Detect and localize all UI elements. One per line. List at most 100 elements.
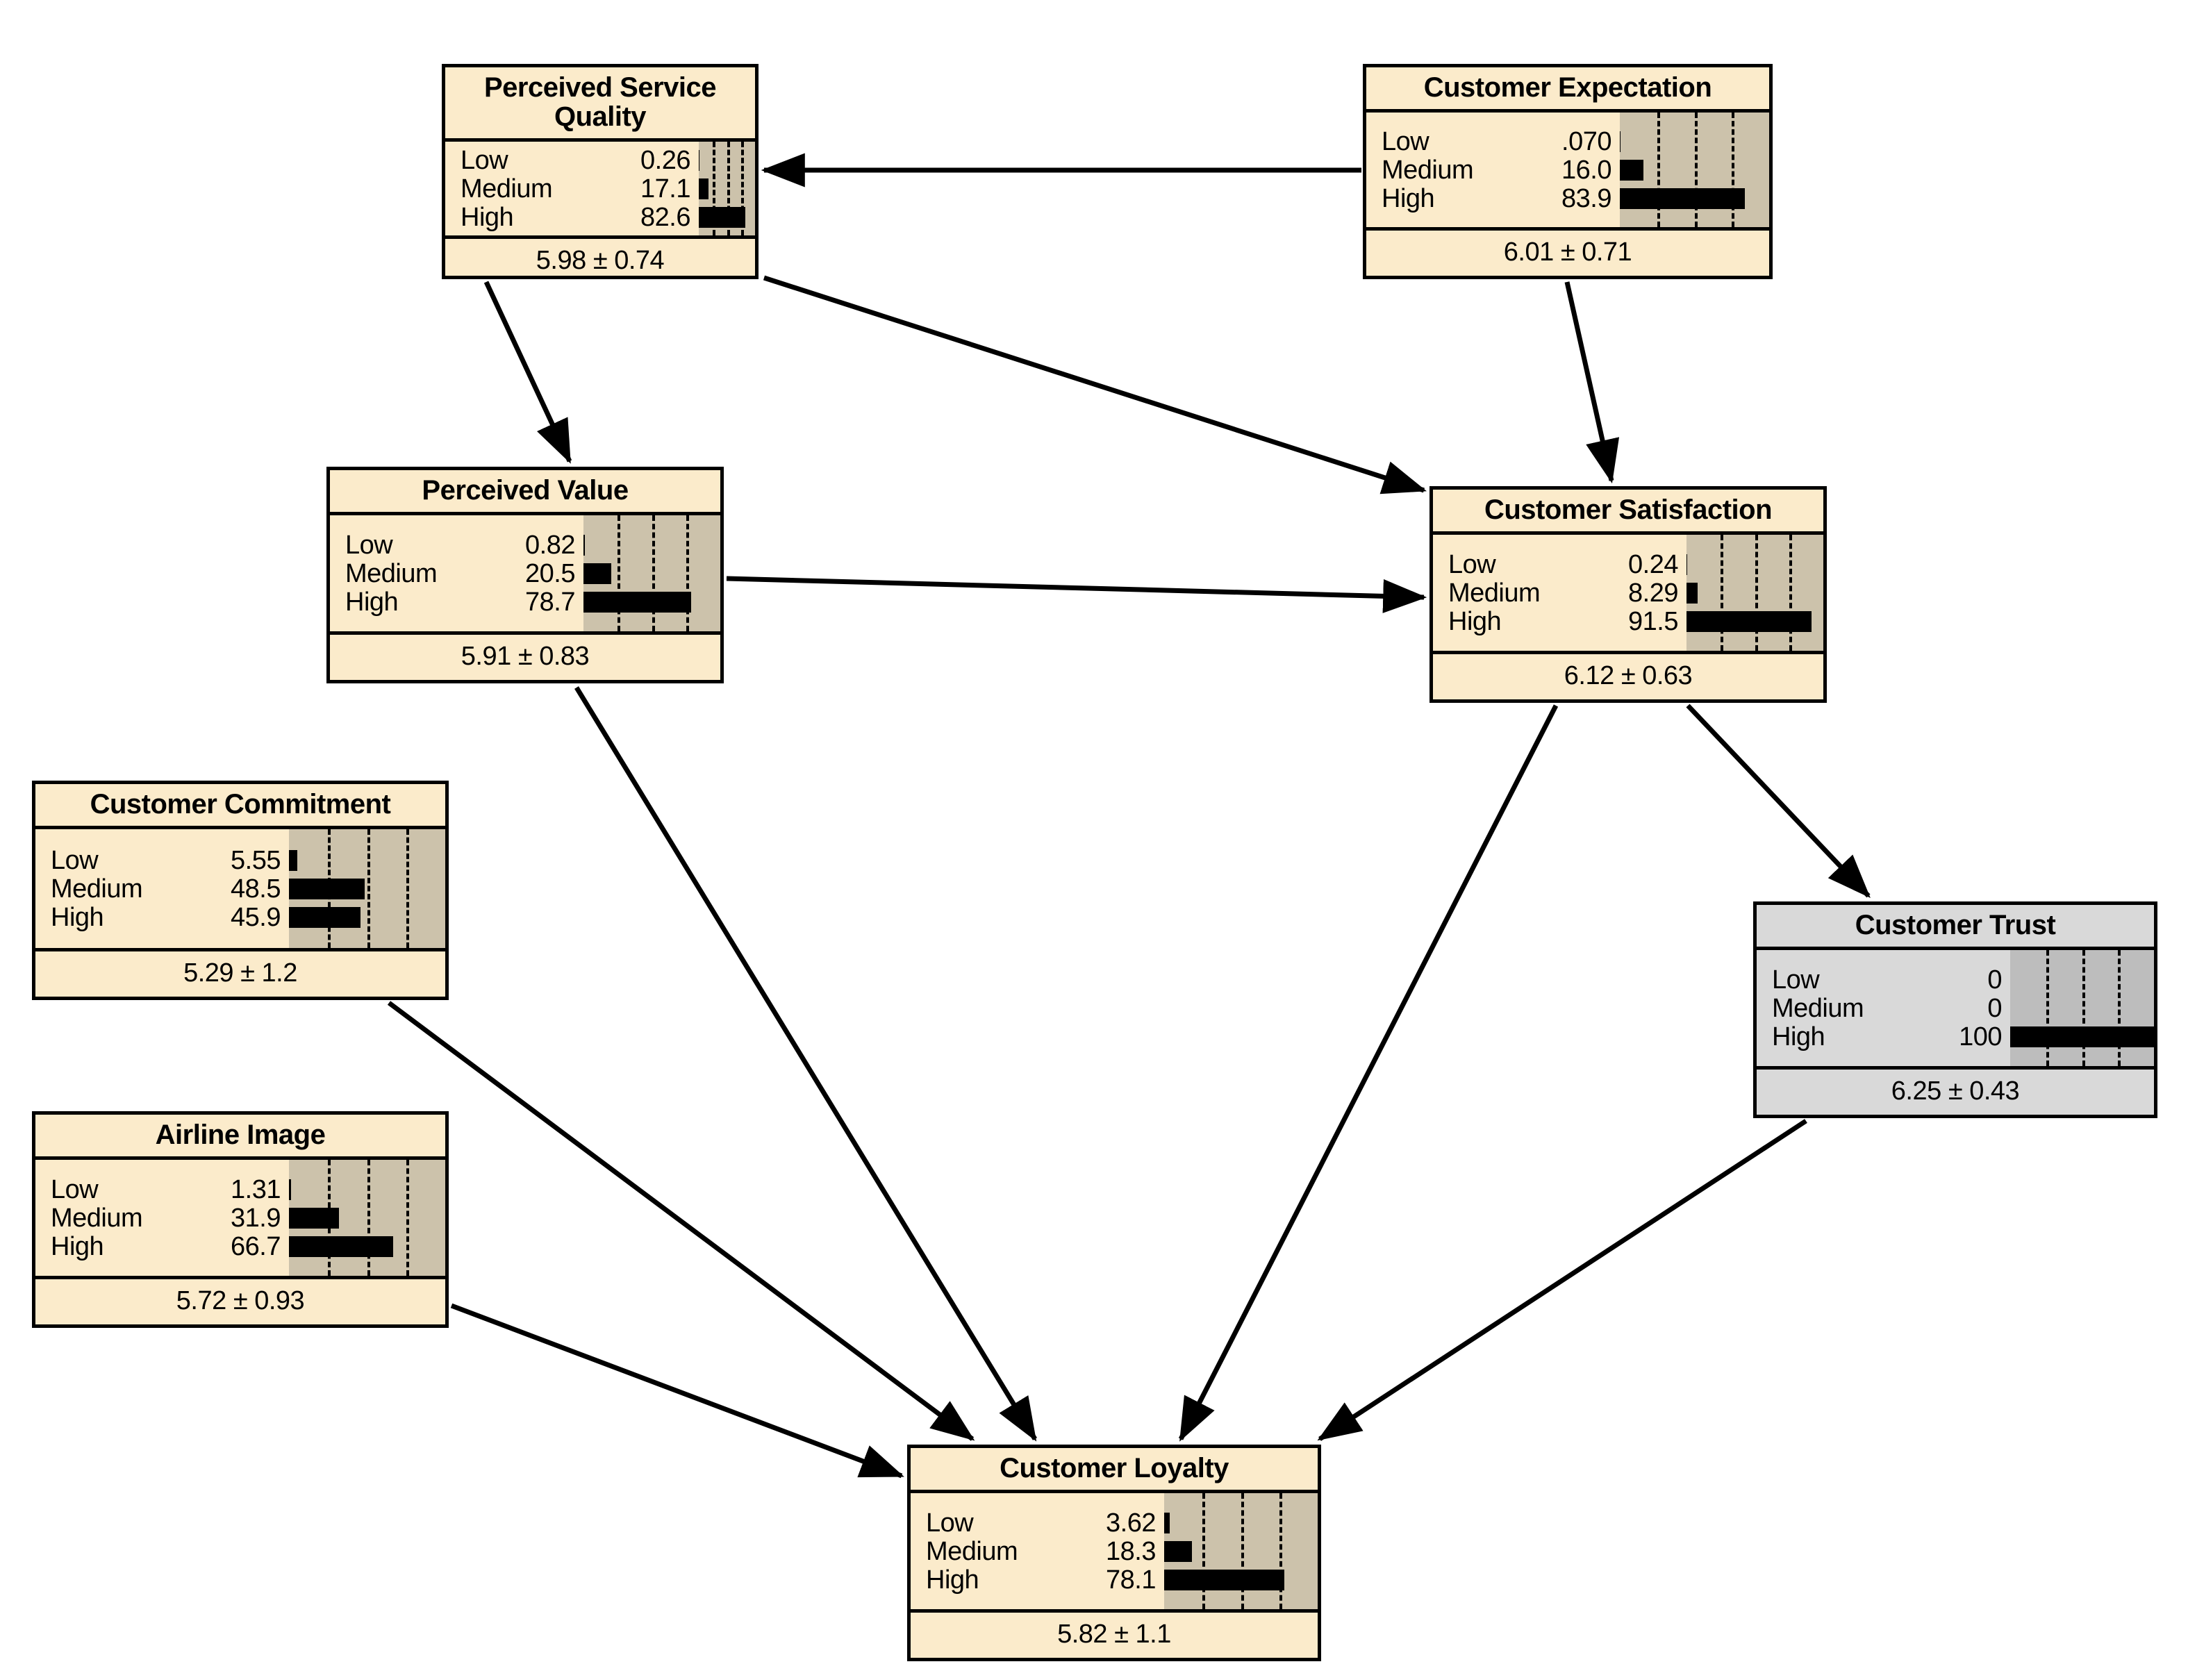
state-name: Low: [926, 1508, 974, 1538]
gridline: [686, 515, 689, 631]
gridline: [727, 142, 730, 235]
state-name: Medium: [1772, 994, 1864, 1023]
bar-row: [289, 846, 445, 874]
bar-row: [289, 1175, 445, 1204]
state-probability: 3.62: [1106, 1508, 1156, 1538]
state-name: Medium: [1382, 156, 1474, 185]
state-row[interactable]: Low.070: [1366, 127, 1620, 156]
state-probability: 17.1: [640, 174, 690, 203]
state-name: High: [345, 588, 399, 617]
state-row[interactable]: Medium 0: [1757, 994, 2010, 1023]
state-row[interactable]: Low 1.31: [35, 1175, 289, 1204]
state-name: High: [1448, 607, 1502, 636]
gridline: [1732, 113, 1735, 227]
bar-row: [699, 174, 755, 203]
state-probability: 0.24: [1628, 550, 1678, 579]
state-probability: 78.7: [525, 588, 575, 617]
state-probability: 100: [1959, 1022, 2002, 1051]
state-probability: 0: [1987, 965, 2002, 995]
bar-row: [289, 1232, 445, 1261]
state-row[interactable]: Low 3.62: [911, 1508, 1164, 1538]
state-probability: 1.31: [231, 1175, 281, 1204]
bar-row: [289, 874, 445, 903]
edge-perceived-value-to-customer-loyalty: [574, 686, 1037, 1442]
bar-row: [1164, 1508, 1318, 1537]
gridline: [1721, 535, 1724, 651]
bar-row: [583, 559, 720, 588]
state-name: High: [1772, 1022, 1825, 1051]
state-probability: 0: [1987, 994, 2002, 1023]
node-mean-sd: 5.29 ± 1.2: [183, 958, 297, 988]
edge-customer-trust-to-customer-loyalty: [1317, 1119, 1807, 1441]
node-mean-sd: 6.25 ± 0.43: [1891, 1076, 2020, 1106]
bar: [289, 1179, 291, 1200]
state-name: Medium: [1448, 579, 1541, 608]
edge-customer-satisfaction-to-customer-loyalty: [1178, 704, 1559, 1442]
state-probability: 78.1: [1106, 1565, 1156, 1595]
state-row[interactable]: Low 0: [1757, 965, 2010, 995]
state-name: Low: [1772, 965, 1820, 995]
bar-row: [2010, 965, 2154, 994]
state-name: Medium: [926, 1537, 1018, 1566]
edge-customer-satisfaction-to-customer-trust: [1686, 704, 1871, 899]
state-name: High: [51, 903, 104, 932]
edge-perceived-service-quality-to-customer-satisfaction: [763, 275, 1427, 494]
gridline: [1694, 113, 1698, 227]
state-row[interactable]: High 100: [1757, 1022, 2010, 1051]
edge-customer-expectation-to-customer-satisfaction: [1564, 281, 1620, 484]
bar: [583, 534, 585, 556]
bar-row: [289, 1204, 445, 1232]
state-probability: 45.9: [231, 903, 281, 932]
state-name: High: [51, 1232, 104, 1261]
bar: [1686, 610, 1812, 632]
bar-row: [583, 588, 720, 616]
state-row[interactable]: High 45.9: [35, 903, 289, 932]
node-title: Airline Image: [35, 1115, 445, 1160]
gridline: [1202, 1493, 1206, 1609]
state-name: Low: [345, 531, 393, 560]
bar: [289, 1236, 394, 1257]
gridline: [406, 829, 409, 948]
bar: [583, 563, 612, 584]
state-name: Low: [51, 846, 99, 875]
gridline: [618, 515, 621, 631]
state-name: Medium: [345, 559, 438, 588]
state-row[interactable]: High 78.7: [330, 588, 583, 617]
state-name: Low: [51, 1175, 99, 1204]
